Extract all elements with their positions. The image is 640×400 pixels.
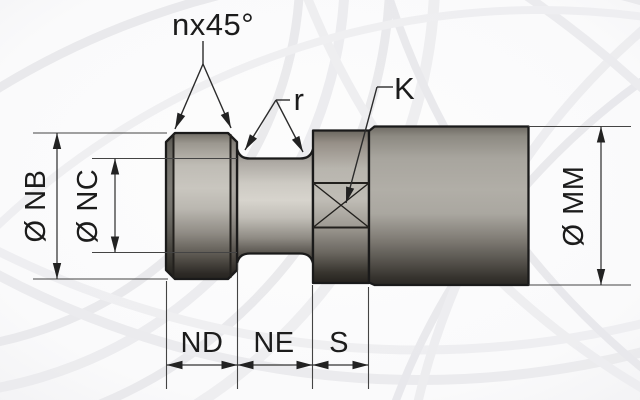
k-cross-band bbox=[312, 182, 370, 229]
radius-leader-left-arrow bbox=[244, 99, 277, 151]
dimension-lines bbox=[33, 41, 631, 389]
nd-label: ND bbox=[181, 327, 224, 359]
neck-section bbox=[235, 147, 315, 265]
collar-section bbox=[311, 129, 371, 285]
dia-nb-label: Ø NB bbox=[20, 170, 52, 243]
k-leader bbox=[345, 86, 393, 204]
chamfer-leader-right-arrow bbox=[202, 63, 232, 129]
dimension-labels: nx45° r K Ø NB Ø NC Ø MM ND NE S bbox=[20, 7, 590, 359]
radius-leader bbox=[244, 99, 304, 153]
head-front-face-shade bbox=[166, 134, 174, 278]
head-rear-face-shade bbox=[230, 134, 237, 278]
head-section bbox=[164, 131, 239, 281]
s-label: S bbox=[329, 327, 349, 359]
dia-nc-label: Ø NC bbox=[72, 169, 104, 244]
pull-stud-body bbox=[164, 125, 530, 287]
radius-leader-right-arrow bbox=[275, 99, 304, 153]
k-leader-arrow bbox=[345, 86, 378, 204]
body-cylinder bbox=[367, 125, 530, 287]
dia-mm-label: Ø MM bbox=[558, 166, 590, 247]
ne-label: NE bbox=[253, 327, 294, 359]
chamfer-label: nx45° bbox=[172, 7, 254, 42]
radius-label: r bbox=[294, 82, 305, 117]
chamfer-leader bbox=[174, 41, 232, 130]
k-label: K bbox=[394, 71, 415, 106]
watermark-arc bbox=[0, 6, 640, 229]
chamfer-leader-left-arrow bbox=[174, 63, 204, 130]
k-band-diagonal-2 bbox=[312, 182, 370, 229]
